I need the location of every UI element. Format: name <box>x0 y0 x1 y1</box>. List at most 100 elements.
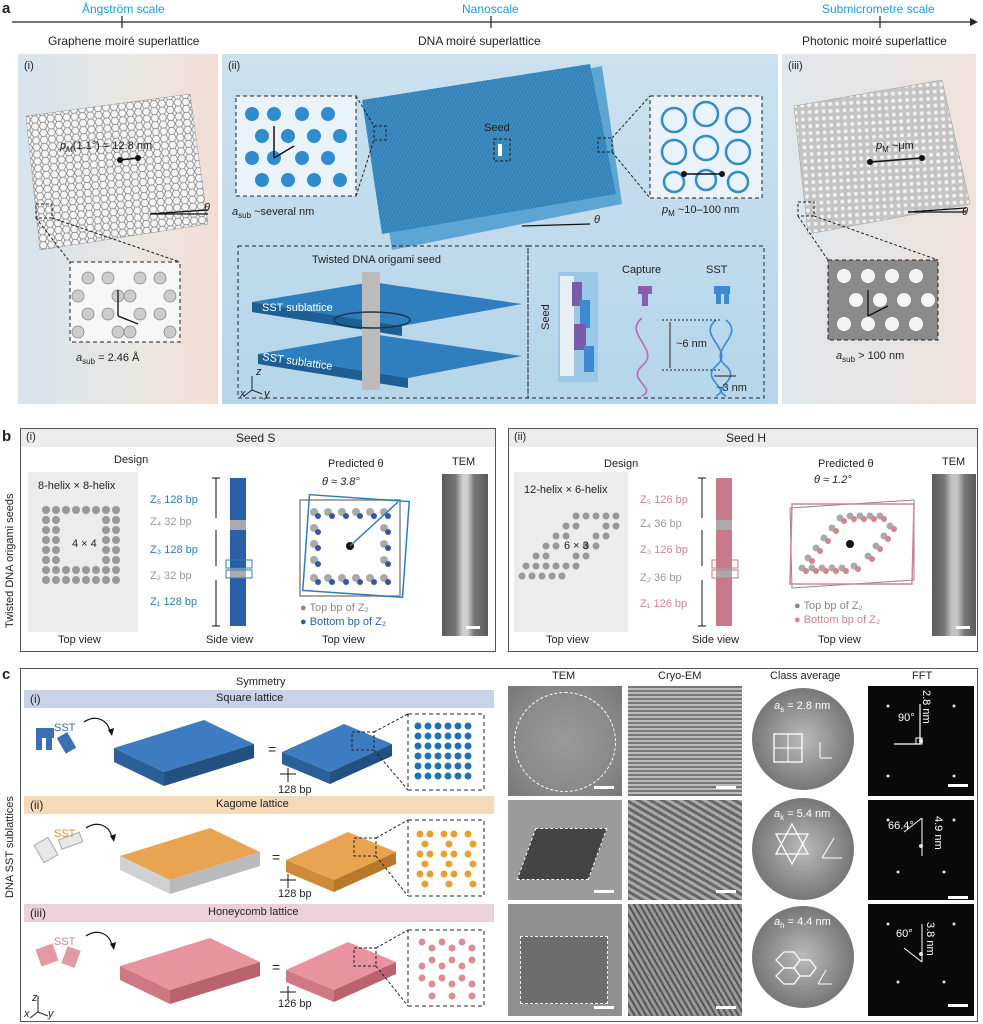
panel-c-letter: c <box>2 666 11 683</box>
class-avg-overlays <box>773 733 842 985</box>
seed-h-predicted-view <box>789 499 915 589</box>
fft-honeycomb <box>868 904 974 1016</box>
fft-overlays <box>886 704 968 1007</box>
seed-h-design-label: Design <box>604 458 639 470</box>
scale-right-label: Submicrometre scale <box>822 2 935 16</box>
cryo-scalebar-1 <box>716 786 736 789</box>
fft-honeycomb-dist: 3.8 nm <box>924 922 936 956</box>
class-avg-honeycomb-a: a <box>774 916 781 928</box>
tem-scalebar-3 <box>594 1006 614 1009</box>
honeycomb-row-header: (iii) <box>24 904 494 922</box>
honeycomb-bp-label: 126 bp <box>278 998 312 1010</box>
seed-h-num: (ii) <box>514 431 527 443</box>
seed-s-tem-scalebar <box>466 626 480 629</box>
graphene-asub-sub: sub <box>82 357 96 367</box>
tem-header: TEM <box>552 670 576 682</box>
graphene-theta: θ <box>204 202 210 214</box>
class-avg-honeycomb-val: = 4.4 nm <box>784 916 831 928</box>
tem-square-outline <box>514 692 616 792</box>
seed-s-topview-2: Top view <box>322 634 365 646</box>
axis-z-c: z <box>32 992 38 1004</box>
square-inset-dots <box>414 722 472 780</box>
dna-pm-value: ~10–100 nm <box>674 204 740 216</box>
class-avg-honeycomb-label: ah = 4.4 nm <box>774 916 831 930</box>
seed-s-z5: Z₅ 128 bp <box>150 494 198 506</box>
seed-h-sideview: Side view <box>692 634 740 646</box>
photonic-asub-value: > 100 nm <box>855 350 905 362</box>
panel-a-iii-label: (iii) <box>788 60 803 72</box>
kagome-eq: = <box>272 849 280 865</box>
seed-h-z4: Z₄ 36 bp <box>640 518 682 530</box>
panel-a-letter: a <box>2 0 11 17</box>
fft-honeycomb-angle: 60° <box>896 928 913 940</box>
six-nm-label: ~6 nm <box>676 338 707 350</box>
seed-vertical-label: Seed <box>540 304 552 330</box>
fft-square-dist: 2.8 nm <box>920 690 932 724</box>
fft-kagome-dist: 4.9 nm <box>932 816 944 850</box>
dna-pm-label: pM ~10–100 nm <box>662 204 739 218</box>
symmetry-header: Symmetry <box>236 676 286 688</box>
fft-kagome <box>868 800 974 900</box>
dna-asub-sub: sub <box>238 211 252 221</box>
seed-s-design-label: Design <box>114 454 149 466</box>
seed-s-z2: Z₂ 32 bp <box>150 570 192 582</box>
twisted-seed-label: Twisted DNA origami seed <box>312 254 441 266</box>
seed-h-topview-1: Top view <box>546 634 589 646</box>
kagome-row-name: Kagome lattice <box>216 798 289 810</box>
axis-x-a: x <box>240 388 246 400</box>
photonic-pm-label: pM ~μm <box>876 140 914 154</box>
seed-s-tem-image <box>442 474 488 636</box>
honeycomb-lattice-drawing: = <box>29 929 485 1019</box>
axis-y-a: y <box>264 388 270 400</box>
honeycomb-sst-label: SST <box>54 936 76 948</box>
seed-s-tem-label: TEM <box>452 456 476 468</box>
class-avg-kagome-label: ak = 5.4 nm <box>774 808 830 822</box>
seed-h-box <box>508 428 978 652</box>
tem-honeycomb-shape <box>520 936 608 1004</box>
panel-b-side-label: Twisted DNA origami seeds <box>4 493 16 629</box>
seed-s-z3: Z₃ 128 bp <box>150 544 198 556</box>
seed-h-z3: Z₃ 126 bp <box>640 544 688 556</box>
seed-s-side-view <box>212 477 253 627</box>
kagome-inset-dots <box>416 830 477 888</box>
photonic-pm-sub: M <box>882 145 889 155</box>
seed-s-sideview: Side view <box>206 634 254 646</box>
fft-square-angle: 90° <box>898 712 915 724</box>
seed-s-num: (i) <box>26 431 36 443</box>
seed-label: Seed <box>484 122 510 134</box>
photonic-moire-sheet <box>793 79 971 341</box>
seed-s-z4: Z₄ 32 bp <box>150 516 192 528</box>
seed-s-bottom-bp: ● Bottom bp of Z₂ <box>300 616 387 628</box>
seed-h-design-tile <box>514 472 628 632</box>
seed-h-grid-label: 6 × 3 <box>564 540 589 552</box>
class-avg-square-sub: s <box>780 705 785 715</box>
panel-a-i-label: (i) <box>24 60 34 72</box>
axis-z-a: z <box>256 366 262 378</box>
honeycomb-row-num: (iii) <box>30 906 46 920</box>
square-sst-label: SST <box>54 722 76 734</box>
seed-s-top-bp: ● Top bp of Z₂ <box>300 602 369 614</box>
class-avg-square-label: as = 2.8 nm <box>774 700 830 714</box>
seed-h-theta: θ ≈ 1.2° <box>814 474 852 486</box>
fft-kagome-angle: 66.4° <box>888 820 914 832</box>
seed-h-header <box>509 429 977 447</box>
class-avg-kagome-val: = 5.4 nm <box>784 808 831 820</box>
cryo-scalebar-2 <box>716 890 736 893</box>
photonic-pm-value: ~μm <box>888 140 914 152</box>
class-avg-kagome-sub: k <box>780 813 785 823</box>
kagome-row-num: (ii) <box>30 798 44 812</box>
honeycomb-eq: = <box>272 959 280 975</box>
seed-h-tem-scalebar <box>956 626 970 629</box>
seed-h-tem-image <box>932 474 976 636</box>
scale-arrow <box>12 16 978 28</box>
dna-pm-sub: M <box>668 209 675 219</box>
seed-h-bottom-bp: ● Bottom bp of Z₂ <box>794 614 881 626</box>
dna-asub-value: ~several nm <box>251 206 315 218</box>
square-row-name: Square lattice <box>216 692 284 704</box>
three-nm-label: ~3 nm <box>716 382 747 394</box>
square-bp-label: 128 bp <box>278 784 312 796</box>
seed-s-bottom-bp-text: Bottom bp of Z₂ <box>309 616 387 628</box>
scale-left-label: Ångström scale <box>82 2 165 16</box>
panel-c-box <box>20 668 978 1022</box>
tem-scalebar-2 <box>594 890 614 893</box>
